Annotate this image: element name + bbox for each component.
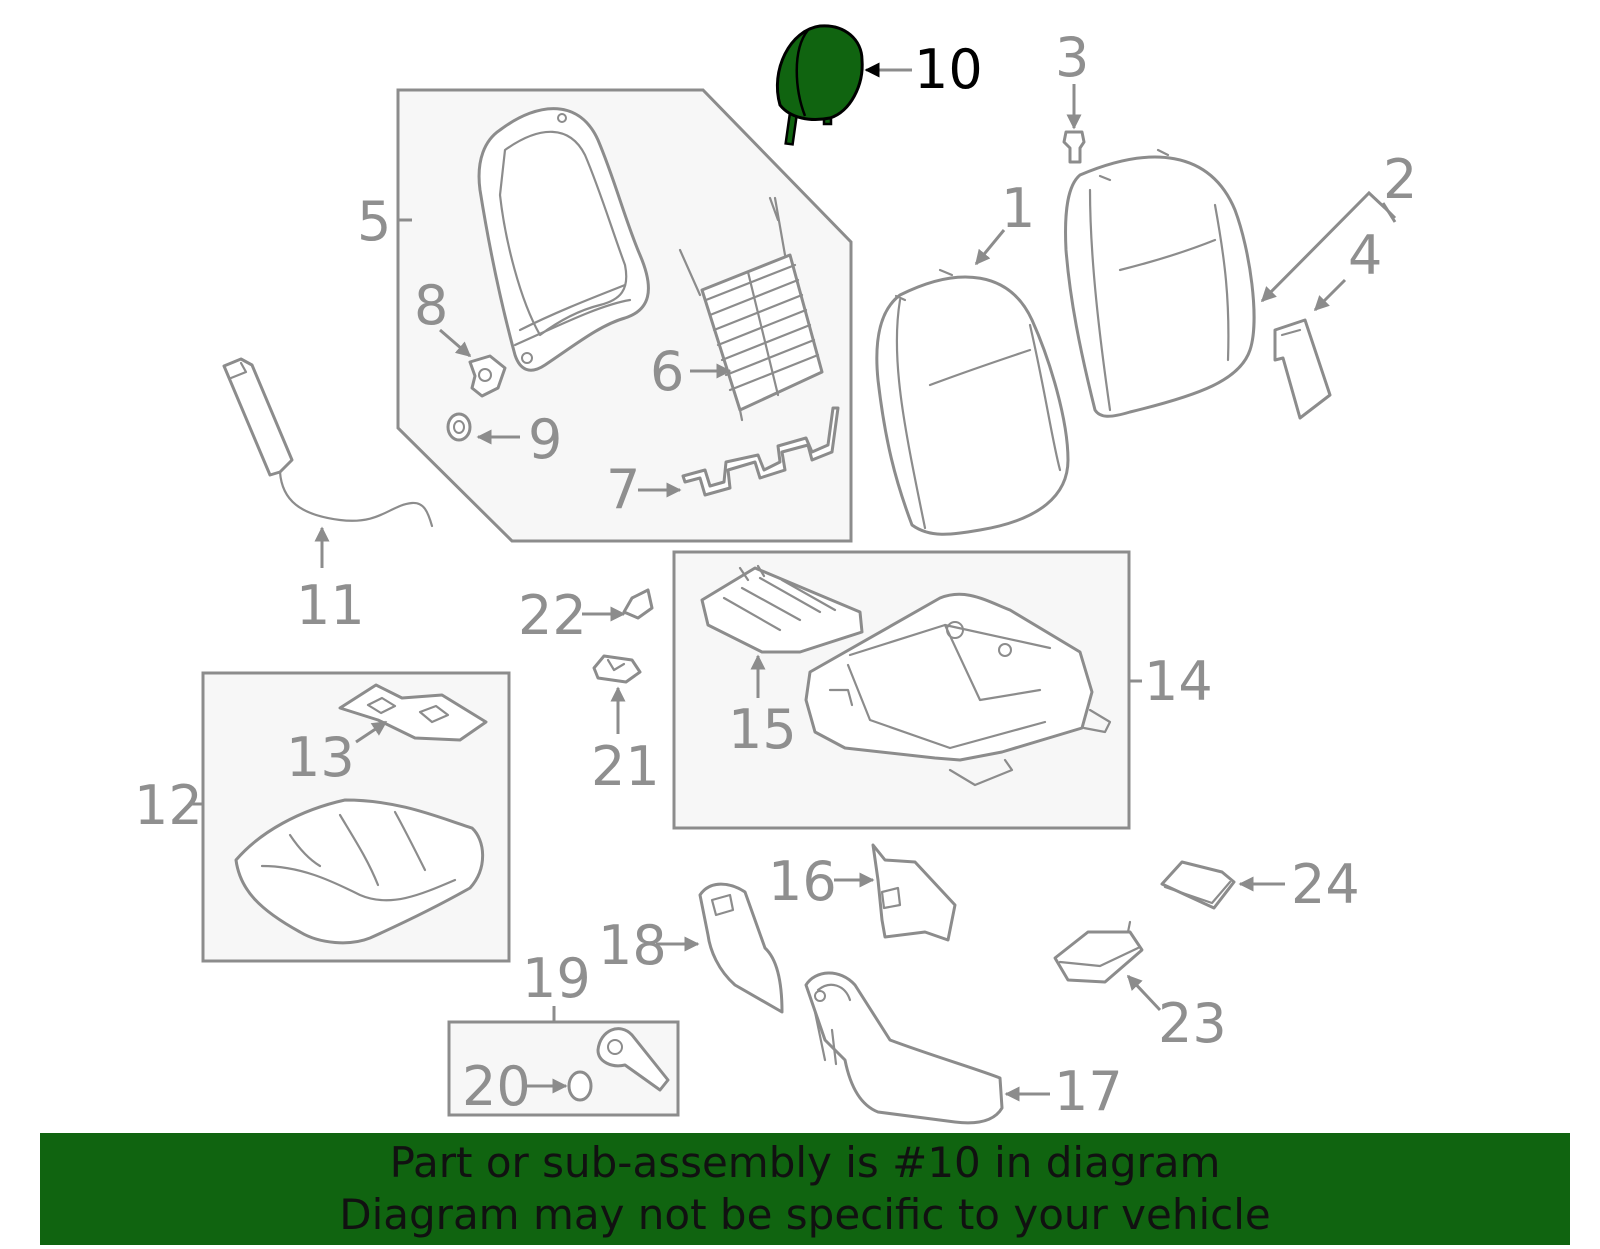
spring-wire-part-7[interactable]	[681, 406, 840, 497]
control-module-part-23[interactable]	[1053, 920, 1144, 984]
callout-1: 1	[1001, 177, 1035, 240]
callout-17: 17	[1054, 1060, 1123, 1123]
recliner-part-8[interactable]	[468, 354, 507, 398]
callout-12: 12	[134, 774, 203, 837]
info-banner: Part or sub-assembly is #10 in diagram D…	[40, 1133, 1570, 1245]
track-part-15[interactable]	[700, 564, 864, 654]
leader-2-tick	[1381, 202, 1397, 223]
callout-labels: 10 3 2 4 1 5 8 6 9 7 11 22 21 15 14 13 1…	[134, 26, 1417, 1123]
side-shield-part-18[interactable]	[698, 882, 784, 1014]
callout-19: 19	[522, 947, 591, 1010]
leader-lines	[190, 62, 1397, 1102]
callout-6: 6	[650, 340, 684, 403]
callout-23: 23	[1158, 992, 1227, 1055]
clip-part-22[interactable]	[622, 588, 654, 620]
seatback-cover-part-1[interactable]	[875, 268, 1070, 536]
clip-part-21[interactable]	[592, 654, 642, 684]
hinge-bracket-part-16[interactable]	[871, 843, 957, 942]
seat-track-part-14[interactable]	[804, 592, 1112, 787]
side-airbag-part-11[interactable]	[222, 357, 434, 528]
leader-23	[1126, 974, 1162, 1012]
callout-24: 24	[1291, 853, 1360, 916]
callout-13: 13	[286, 726, 355, 789]
callout-22: 22	[518, 584, 587, 647]
callout-2: 2	[1383, 148, 1417, 211]
callout-15: 15	[728, 698, 797, 761]
outer-shield-part-17[interactable]	[804, 971, 1004, 1125]
banner-line-2: Diagram may not be specific to your vehi…	[339, 1190, 1271, 1239]
callout-3: 3	[1055, 26, 1089, 89]
banner-line-1: Part or sub-assembly is #10 in diagram	[389, 1138, 1221, 1187]
leader-13	[355, 720, 388, 744]
callout-9: 9	[528, 408, 562, 471]
callout-5: 5	[357, 190, 391, 253]
leader-1	[974, 229, 1006, 266]
module-part-24[interactable]	[1160, 860, 1236, 910]
callout-7: 7	[606, 458, 640, 521]
leader-8	[439, 328, 472, 358]
headrest-part-10[interactable]	[775, 24, 864, 146]
callout-8: 8	[414, 274, 448, 337]
cushion-cover-part-12[interactable]	[234, 798, 485, 945]
clip-part-3[interactable]	[1062, 130, 1086, 164]
bracket-part-4[interactable]	[1273, 318, 1332, 420]
callout-14: 14	[1144, 650, 1213, 713]
callout-10: 10	[914, 38, 983, 101]
callout-20: 20	[462, 1055, 531, 1118]
callout-21: 21	[591, 735, 660, 798]
handle-part-19[interactable]	[596, 1027, 670, 1092]
callout-16: 16	[768, 850, 837, 913]
heater-mat-part-13[interactable]	[338, 683, 488, 742]
seatback-rear-part-2[interactable]	[1064, 148, 1256, 418]
seatback-frame-part-5[interactable]	[477, 107, 650, 372]
callout-11: 11	[296, 574, 365, 637]
callout-18: 18	[598, 914, 667, 977]
leader-4	[1313, 278, 1347, 312]
cap-part-9[interactable]	[446, 412, 472, 442]
callout-4: 4	[1348, 224, 1382, 287]
cap-part-20[interactable]	[567, 1070, 593, 1102]
